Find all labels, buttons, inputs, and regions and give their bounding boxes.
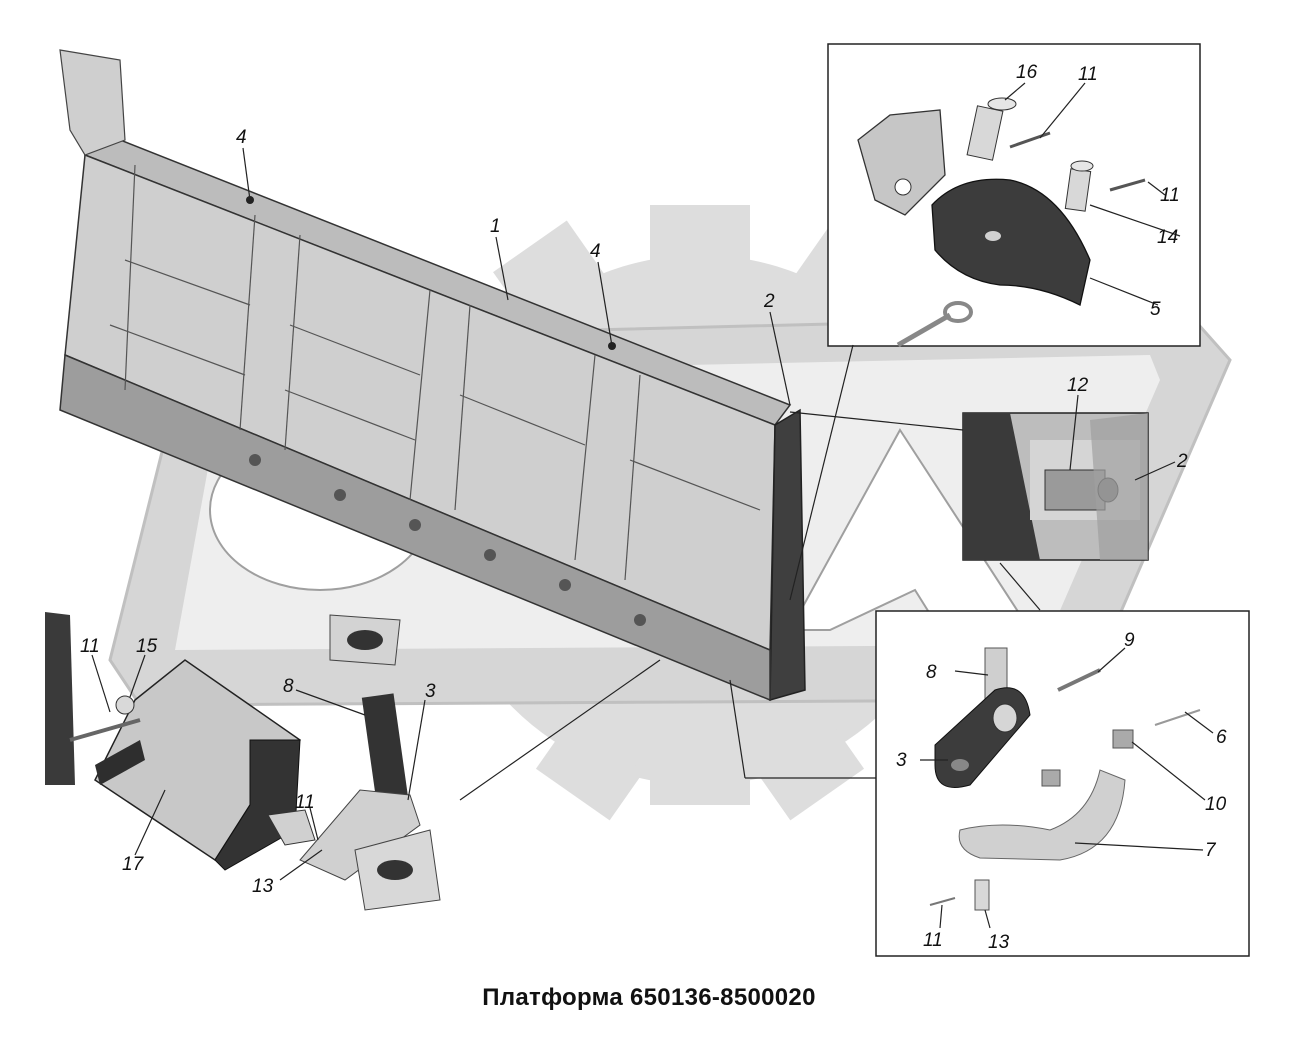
detail-box-lever (875, 610, 1250, 957)
callout-8a: 8 (283, 676, 294, 697)
callout-labels: 1 4 4 2 2 12 16 11 11 14 5 8 9 6 10 7 3 … (80, 62, 1227, 953)
lower-bracket-3 (299, 789, 421, 881)
callout-11e: 11 (923, 930, 943, 951)
leader-lines (91, 82, 1214, 929)
hinge-bracket (857, 109, 946, 216)
callout-13a: 13 (252, 876, 274, 897)
mount-bracket (267, 809, 316, 846)
callout-11c: 11 (80, 636, 100, 657)
platform-hinge-row (249, 454, 646, 626)
callout-17: 17 (122, 854, 145, 875)
callout-11d: 11 (295, 792, 315, 813)
callout-12: 12 (1067, 375, 1089, 396)
cylinder-end-cap (214, 739, 301, 871)
hinge-lug (931, 178, 1091, 306)
callout-3b: 3 (896, 750, 907, 771)
callout-15: 15 (136, 636, 158, 657)
pivot-support (299, 614, 441, 911)
callout-2a: 2 (763, 291, 775, 312)
nut-10 (1112, 729, 1134, 749)
callout-8b: 8 (926, 662, 937, 683)
cotter-pin-11b (1109, 178, 1146, 192)
callout-4a: 4 (236, 127, 247, 148)
cotter-pin-11e (929, 897, 956, 906)
eye-pin (896, 301, 973, 348)
callout-13b: 13 (988, 932, 1010, 953)
tailgate-bracket (59, 49, 126, 156)
callout-14: 14 (1157, 227, 1178, 248)
callout-1: 1 (490, 216, 501, 237)
callout-11b: 11 (1160, 185, 1180, 206)
pin-14 (1064, 160, 1094, 212)
bolt-15 (115, 695, 135, 715)
callout-16: 16 (1016, 62, 1038, 83)
callout-7: 7 (1205, 840, 1217, 861)
callout-11a: 11 (1078, 64, 1098, 85)
callout-10: 10 (1205, 794, 1227, 815)
pin-6 (1154, 709, 1201, 726)
pin-16 (966, 97, 1017, 161)
lever-7 (958, 769, 1126, 861)
rod-8a (361, 693, 411, 817)
lift-cylinder-assembly (45, 612, 331, 871)
callout-5: 5 (1150, 299, 1161, 320)
callout-2b: 2 (1176, 451, 1188, 472)
detail-box-latch (962, 412, 1149, 561)
callout-3a: 3 (425, 681, 436, 702)
platform-side-panels (109, 164, 761, 581)
platform-front-board (769, 408, 806, 701)
diagram-title: Платформа 650136-8500020 (482, 984, 816, 1011)
cotter-pin-11a (1009, 131, 1051, 149)
pin-13b (974, 879, 990, 911)
pin-9 (1057, 668, 1101, 692)
side-plate (45, 612, 75, 785)
detail-box-hinge (827, 43, 1201, 347)
dump-platform (59, 49, 806, 702)
callout-9: 9 (1124, 630, 1135, 651)
callout-6: 6 (1216, 727, 1227, 748)
callout-4b: 4 (590, 241, 601, 262)
